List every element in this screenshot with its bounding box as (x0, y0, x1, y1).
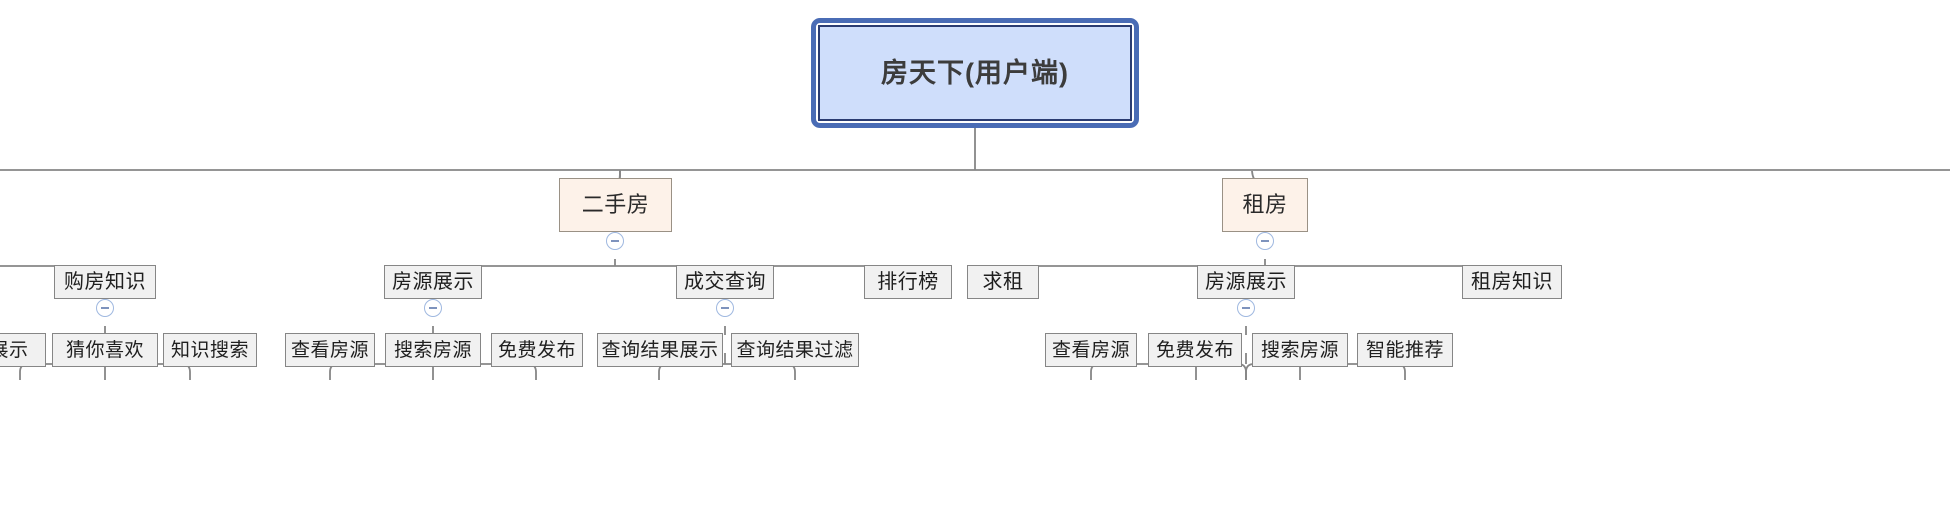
node-mianfeifabu-2[interactable]: 免费发布 (1148, 333, 1242, 367)
node-zhinengtuijian-label: 智能推荐 (1365, 339, 1444, 361)
node-ershoufang-label: 二手房 (581, 192, 650, 217)
node-zufang[interactable]: 租房 (1222, 178, 1308, 232)
node-paihangbang[interactable]: 排行榜 (864, 265, 952, 299)
collapse-toggle-ershoufang[interactable] (606, 232, 624, 250)
node-zhinengtuijian[interactable]: 智能推荐 (1357, 333, 1453, 367)
node-chaxunjieguozhanshi-label: 查询结果展示 (601, 339, 719, 361)
node-sousuofangyuan-2[interactable]: 搜索房源 (1252, 333, 1348, 367)
node-chakanfangyuan-2[interactable]: 查看房源 (1045, 333, 1137, 367)
node-chaxunjieguoguolv[interactable]: 查询结果过滤 (731, 333, 859, 367)
node-zhishisousuo[interactable]: 知识搜索 (163, 333, 257, 367)
node-fangyuanzhanshi-1-label: 房源展示 (392, 271, 474, 293)
node-mianfeifabu-1-label: 免费发布 (497, 339, 576, 361)
node-goufangzhishi-label: 购房知识 (64, 271, 146, 293)
node-qiuzu[interactable]: 求租 (967, 265, 1039, 299)
node-sousuofangyuan-1-label: 搜索房源 (393, 339, 472, 361)
collapse-toggle-chengjiaochaxun[interactable] (716, 299, 734, 317)
node-zufang-label: 租房 (1242, 192, 1288, 217)
collapse-toggle-goufangzhishi[interactable] (96, 299, 114, 317)
node-sousuofangyuan-2-label: 搜索房源 (1260, 339, 1339, 361)
node-chaxunjieguozhanshi[interactable]: 查询结果展示 (597, 333, 723, 367)
node-zhishisousuo-label: 知识搜索 (170, 339, 249, 361)
node-chaxunjieguoguolv-label: 查询结果过滤 (736, 339, 854, 361)
node-chakanfangyuan-1-label: 查看房源 (290, 339, 369, 361)
node-zufangzhishi-label: 租房知识 (1471, 271, 1553, 293)
node-zhanshi-clipped[interactable]: 展示 (0, 333, 46, 367)
collapse-toggle-zufang[interactable] (1256, 232, 1274, 250)
node-chengjiaochaxun-label: 成交查询 (684, 271, 766, 293)
root-node-label: 房天下(用户端) (881, 57, 1069, 88)
node-cainixihuan-label: 猜你喜欢 (65, 339, 144, 361)
node-ershoufang[interactable]: 二手房 (559, 178, 672, 232)
node-zhanshi-clipped-label: 展示 (0, 339, 29, 361)
node-paihangbang-label: 排行榜 (877, 271, 939, 293)
node-chengjiaochaxun[interactable]: 成交查询 (676, 265, 774, 299)
node-mianfeifabu-1[interactable]: 免费发布 (491, 333, 583, 367)
collapse-toggle-fangyuanzhanshi-1[interactable] (424, 299, 442, 317)
node-zufangzhishi[interactable]: 租房知识 (1462, 265, 1562, 299)
node-fangyuanzhanshi-1[interactable]: 房源展示 (384, 265, 482, 299)
node-mianfeifabu-2-label: 免费发布 (1155, 339, 1234, 361)
node-qiuzu-label: 求租 (982, 271, 1024, 293)
node-fangyuanzhanshi-2-label: 房源展示 (1205, 271, 1287, 293)
node-chakanfangyuan-2-label: 查看房源 (1051, 339, 1130, 361)
node-cainixihuan[interactable]: 猜你喜欢 (52, 333, 158, 367)
node-fangyuanzhanshi-2[interactable]: 房源展示 (1197, 265, 1295, 299)
node-goufangzhishi[interactable]: 购房知识 (54, 265, 156, 299)
root-selection-outline (811, 18, 1139, 128)
node-chakanfangyuan-1[interactable]: 查看房源 (285, 333, 375, 367)
root-node[interactable]: 房天下(用户端) (818, 25, 1132, 121)
collapse-toggle-fangyuanzhanshi-2[interactable] (1237, 299, 1255, 317)
node-sousuofangyuan-1[interactable]: 搜索房源 (385, 333, 481, 367)
